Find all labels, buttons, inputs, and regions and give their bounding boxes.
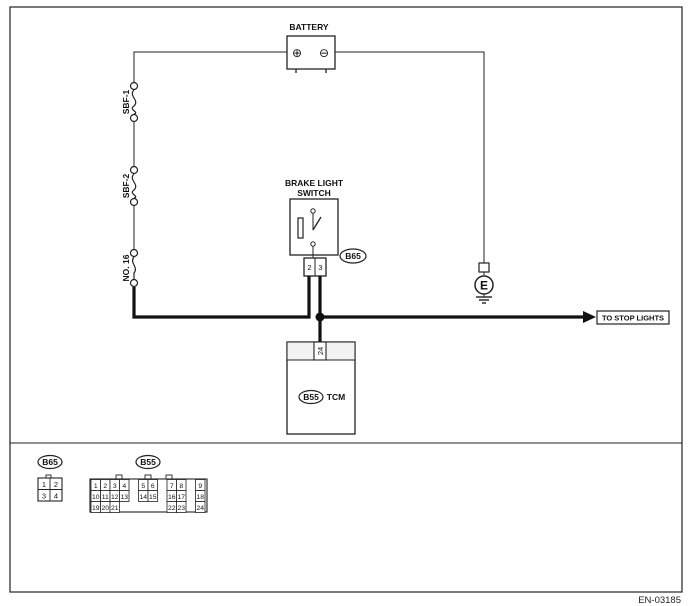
b55-pin: 17: [177, 494, 185, 501]
brake-light-switch: [289, 198, 339, 258]
b55-pin: 22: [168, 505, 176, 512]
b65-pin: 3: [42, 492, 46, 501]
arrow-right-icon: [583, 311, 596, 323]
stop-lights-tag: TO STOP LIGHTS: [596, 310, 670, 325]
ground-label: E: [480, 279, 488, 293]
tcm-module: 24 B55 TCM: [286, 341, 356, 435]
b55-pin: 5: [141, 483, 145, 490]
fuse-sbf-2-label: SBF-2: [121, 173, 131, 198]
b65-pin: 2: [54, 480, 58, 489]
b55-pin: 7: [170, 483, 174, 490]
b65-pin: 4: [54, 492, 58, 501]
b55-pin: 11: [102, 494, 109, 501]
tcm-connector-badge: B55: [303, 392, 319, 402]
b55-pin: 9: [198, 483, 202, 490]
b55-pin: 12: [111, 494, 119, 501]
figure-code: EN-03185: [638, 595, 681, 606]
outer-frame: [9, 6, 683, 593]
brake-switch-connector: 2 3: [303, 257, 327, 277]
brake-switch-pin-3: 3: [318, 263, 322, 272]
battery: ⊕ ⊖: [286, 35, 336, 73]
b55-pin: 6: [151, 483, 155, 490]
fuse-no-16-label: NO. 16: [121, 254, 131, 281]
b65-pin: 1: [42, 480, 46, 489]
b65-connector-badge: B65: [339, 248, 367, 264]
b55-pin: 15: [149, 494, 157, 501]
b55-pin: 10: [92, 494, 100, 501]
battery-positive-icon: ⊕: [292, 46, 302, 60]
fuse-no-16: [129, 248, 139, 288]
fuse-sbf-2: [129, 165, 139, 207]
b55-pin: 16: [168, 494, 176, 501]
b55-pin: 3: [113, 483, 117, 490]
fuse-sbf-1-label: SBF-1: [121, 89, 131, 114]
b65-view-badge: B65: [42, 457, 58, 467]
fuse-sbf-1: [129, 81, 139, 123]
brake-light-switch-label-line2: SWITCH: [297, 188, 331, 198]
b55-pin: 13: [120, 494, 128, 501]
b55-pin-cell: [119, 490, 130, 502]
battery-negative-icon: ⊖: [319, 46, 329, 60]
b55-pin: 20: [101, 505, 109, 512]
ground-wire: [335, 51, 485, 263]
brake-light-switch-label-line1: BRAKE LIGHT: [285, 178, 344, 188]
splice-junction: [315, 312, 325, 322]
b55-pin: 23: [177, 505, 185, 512]
b55-pin: 2: [103, 483, 107, 490]
b55-pin: 18: [196, 494, 204, 501]
b55-pin: 4: [122, 483, 126, 490]
battery-label: BATTERY: [289, 22, 329, 32]
b55-pin: 21: [111, 505, 119, 512]
brake-signal-wires: [132, 276, 585, 342]
ground-terminal: E: [474, 262, 494, 304]
b65-connector-view: B65 1 2 3 4: [37, 454, 63, 502]
tcm-label: TCM: [327, 392, 345, 402]
tcm-pin-24: 24: [316, 347, 325, 355]
b55-pin-cell: [176, 501, 187, 513]
b55-pin-cell: [147, 490, 158, 502]
b55-pin: 8: [179, 483, 183, 490]
b55-pin: 14: [139, 494, 147, 501]
b55-pin: 24: [196, 505, 204, 512]
b55-pin: 19: [92, 505, 100, 512]
stop-lights-label: TO STOP LIGHTS: [602, 314, 664, 323]
brake-switch-pin-2: 2: [307, 263, 311, 272]
battery-feed-wire: [133, 51, 287, 82]
b65-badge-label: B65: [345, 251, 361, 261]
b55-pin-cell: [109, 501, 120, 513]
b55-view-badge: B55: [140, 457, 156, 467]
b55-pin-cell: [195, 501, 206, 513]
b55-pin: 1: [94, 483, 98, 490]
